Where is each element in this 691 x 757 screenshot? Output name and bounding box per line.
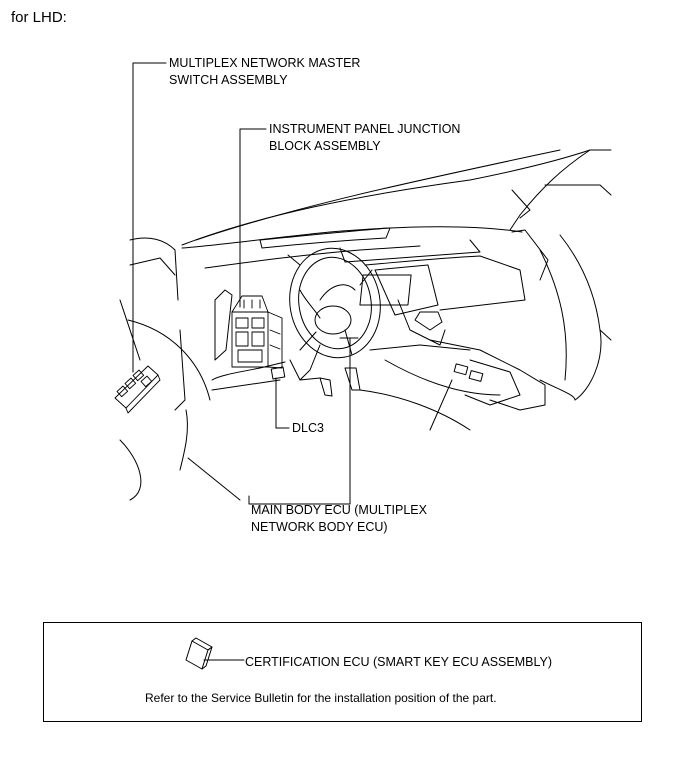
label-dlc3: DLC3	[292, 421, 324, 435]
leader-master-switch	[132, 62, 167, 373]
steering-wheel	[289, 247, 381, 359]
leader-main-body-ecu	[248, 337, 351, 505]
dashboard-outline	[181, 226, 523, 249]
leader-junction-block	[239, 128, 267, 308]
page-heading: for LHD:	[11, 9, 67, 26]
center-display	[359, 274, 412, 306]
windshield-outline	[181, 149, 612, 246]
label-certification-ecu: CERTIFICATION ECU (SMART KEY ECU ASSEMBL…	[245, 655, 553, 669]
note-text: Refer to the Service Bulletin for the in…	[145, 691, 497, 705]
label-master-switch: MULTIPLEX NETWORK MASTER SWITCH ASSEMBLY	[169, 56, 361, 87]
window-switch-drawing	[114, 365, 161, 414]
certification-ecu-icon	[185, 637, 245, 670]
label-main-body-ecu: MAIN BODY ECU (MULTIPLEX NETWORK BODY EC…	[251, 503, 427, 534]
note-box: CERTIFICATION ECU (SMART KEY ECU ASSEMBL…	[43, 622, 642, 722]
left-door-outline	[129, 237, 179, 301]
center-console	[429, 339, 546, 411]
right-door-outline	[509, 149, 591, 231]
pedals	[319, 377, 333, 397]
junction-block-drawing	[231, 295, 283, 369]
dlc3-connector-drawing	[270, 366, 286, 429]
label-junction-block: INSTRUMENT PANEL JUNCTION BLOCK ASSEMBLY	[269, 122, 461, 153]
